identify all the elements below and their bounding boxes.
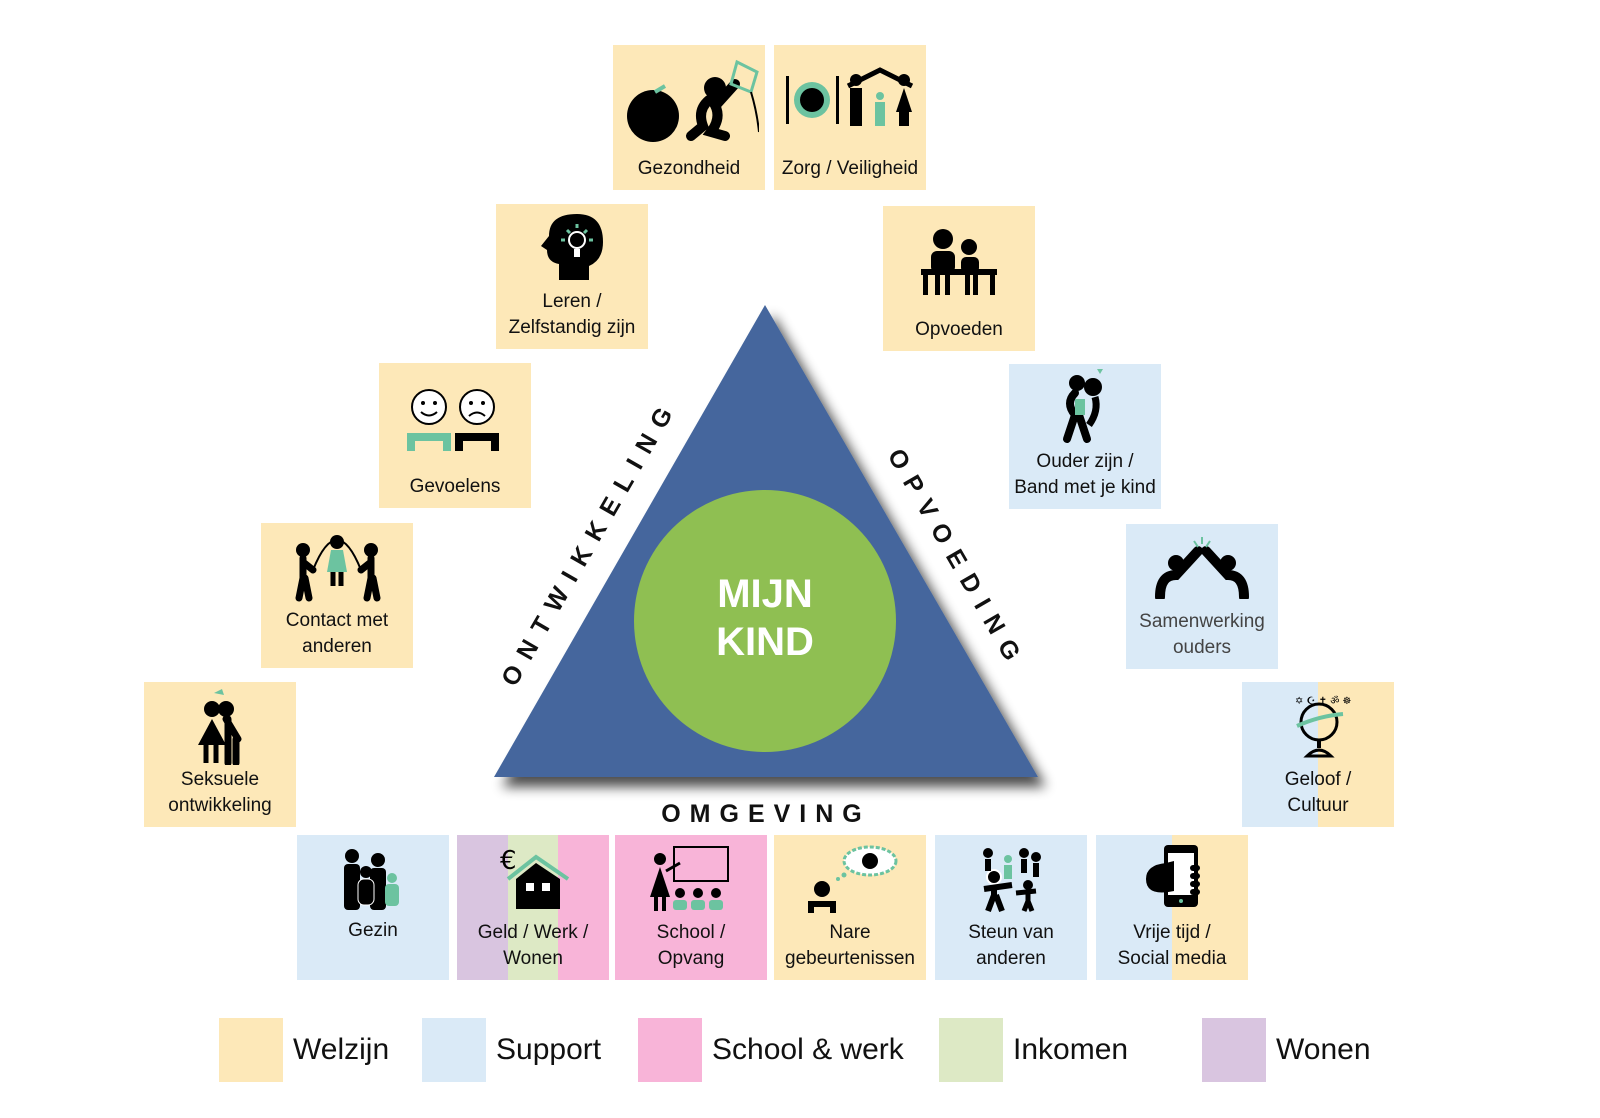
tile-label: Geld / Werk / Wonen [477,922,589,969]
high-five-icon [1126,524,1278,609]
legend-item-wonen: Wonen [1202,1018,1371,1082]
tile-geloof-cultuur[interactable]: ✡ ☪ ✝ ॐ ☸ Geloof / Cultuur [1242,682,1394,827]
legend-item-inkomen: Inkomen [939,1018,1128,1082]
legend-swatch [939,1018,1003,1082]
happy-sad-faces-icon [379,363,531,474]
legend-label: School & werk [712,1033,904,1066]
tile-label: Seksuele ontwikkeling [168,769,272,816]
house-euro-icon: € [457,835,609,920]
legend-label: Welzijn [293,1033,390,1066]
tile-label: Gezondheid [637,158,741,179]
tile-label: Nare gebeurtenissen [785,922,915,969]
tile-vrije-tijd[interactable]: Vrije tijd / Social media [1096,835,1248,980]
legend-swatch [422,1018,486,1082]
legend-swatch [638,1018,702,1082]
legend-item-school-werk: School & werk [638,1018,904,1082]
phone-hand-icon [1096,835,1248,920]
sad-thought-icon [774,835,926,920]
svg-text:✡ ☪ ✝ ॐ ☸: ✡ ☪ ✝ ॐ ☸ [1295,695,1352,707]
tile-gezondheid[interactable]: Gezondheid [613,45,765,190]
tile-label: Steun van anderen [968,922,1054,969]
tile-label: Gezin [348,920,398,941]
legend-item-support: Support [422,1018,601,1082]
tile-contact-met-anderen[interactable]: Contact met anderen [261,523,413,668]
jump-rope-icon [261,523,413,608]
legend-label: Support [496,1033,602,1066]
piggyback-icon [1009,364,1161,449]
tile-zorg-veiligheid[interactable]: Zorg / Veiligheid [774,45,926,190]
side-label-bottom: OMGEVING [661,800,871,828]
tile-samenwerking-ouders[interactable]: Samenwerking ouders [1126,524,1278,669]
legend-label: Wonen [1276,1033,1371,1066]
tile-nare-gebeurtenissen[interactable]: Nare gebeurtenissen [774,835,926,980]
globe-religion-icon: ✡ ☪ ✝ ॐ ☸ [1242,682,1394,767]
center-line1: MIJN [717,572,813,616]
tile-label: Zorg / Veiligheid [781,158,919,179]
tile-label: Leren / Zelfstandig zijn [508,291,636,338]
legend-swatch [1202,1018,1266,1082]
apple-kite-icon [613,45,765,156]
legend-label: Inkomen [1013,1033,1129,1066]
center-circle [634,490,896,752]
svg-text:€: € [500,846,517,876]
tile-label: Ouder zijn / Band met je kind [1014,451,1156,498]
tile-label: Vrije tijd / Social media [1117,922,1227,969]
tile-ouder-zijn[interactable]: Ouder zijn / Band met je kind [1009,364,1161,509]
parent-child-desk-icon [883,206,1035,317]
tile-opvoeden[interactable]: Opvoeden [883,206,1035,351]
tile-seksuele-ontwikkeling[interactable]: Seksuele ontwikkeling [144,682,296,827]
tile-gevoelens[interactable]: Gevoelens [379,363,531,508]
center-line2: KIND [716,620,814,664]
legend-swatch [219,1018,283,1082]
tile-gezin[interactable]: Gezin [297,835,449,980]
tile-steun-van-anderen[interactable]: Steun van anderen [935,835,1087,980]
tile-school-opvang[interactable]: School / Opvang [615,835,767,980]
group-support-icon [935,835,1087,920]
family-icon [297,835,449,918]
teacher-class-icon [615,835,767,920]
tile-label: Contact met anderen [285,610,389,657]
legend-item-welzijn: Welzijn [219,1018,389,1082]
tile-label: Samenwerking ouders [1139,611,1265,658]
couple-kiss-icon [144,682,296,767]
tile-geld-werk-wonen[interactable]: € Geld / Werk / Wonen [457,835,610,980]
tile-label: School / Opvang [656,922,726,969]
plate-family-house-icon [774,45,926,156]
tile-label: Opvoeden [915,319,1003,340]
tile-label: Gevoelens [409,476,501,497]
head-lightbulb-icon [496,204,648,289]
tile-leren[interactable]: Leren / Zelfstandig zijn [496,204,648,349]
tile-label: Geloof / Cultuur [1284,769,1352,816]
